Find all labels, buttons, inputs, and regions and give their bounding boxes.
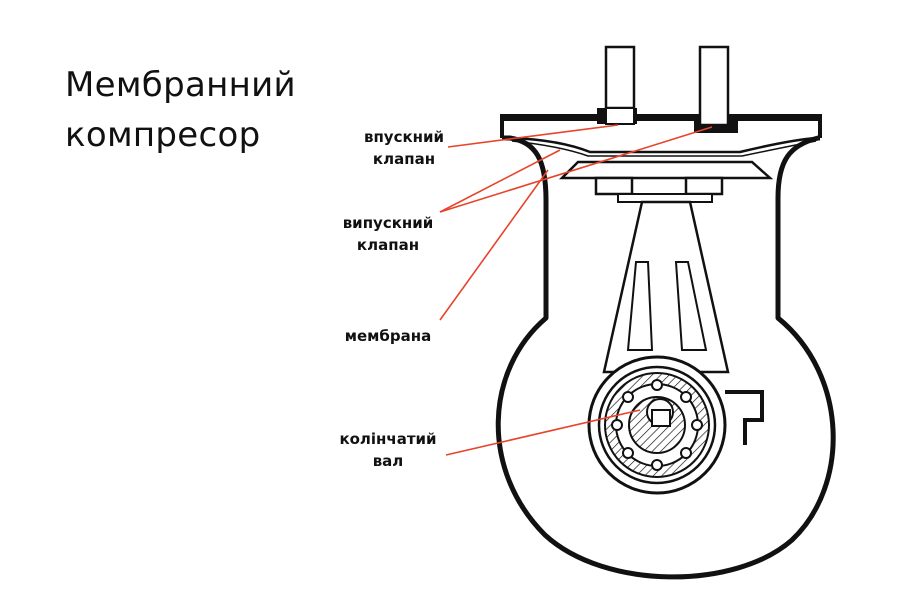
- bearing-balls: [611, 379, 703, 471]
- housing-outline: [495, 135, 836, 580]
- rod-slot-right: [674, 261, 708, 351]
- label-membrane-text: мембрана: [344, 327, 432, 345]
- inlet-pipe-lower: [605, 107, 635, 125]
- leader-outlet-valve-1: [439, 126, 713, 213]
- label-inlet-valve-line2: клапан: [372, 150, 436, 168]
- label-inlet-valve-line1: впускний: [363, 128, 445, 146]
- diagram-title: Мембранний компресор: [65, 60, 296, 160]
- membrane: [511, 136, 817, 154]
- rod-slot-left: [626, 261, 654, 351]
- label-membrane: мембрана: [336, 325, 440, 347]
- plate-bolt-left: [594, 176, 634, 196]
- leader-outlet-valve-2: [439, 149, 561, 213]
- plate-bolt-right: [684, 176, 724, 196]
- label-outlet-valve-line2: клапан: [356, 236, 420, 254]
- label-inlet-valve: впускний клапан: [358, 126, 450, 170]
- outlet-pipe: [698, 45, 730, 127]
- label-crankshaft-line1: колінчатий: [339, 430, 437, 448]
- connecting-rod: [602, 200, 730, 374]
- inlet-pipe: [604, 45, 636, 110]
- label-outlet-valve: випускний клапан: [336, 212, 440, 256]
- leader-lines: [439, 124, 713, 456]
- shaft-keyway: [651, 409, 671, 427]
- title-line-1: Мембранний: [65, 65, 296, 105]
- leader-membrane: [439, 169, 549, 321]
- side-boss: [725, 390, 764, 445]
- label-outlet-valve-line1: випускний: [342, 214, 434, 232]
- cover-plate: [500, 114, 822, 138]
- label-crankshaft-line2: вал: [372, 452, 404, 470]
- title-line-2: компресор: [65, 115, 261, 155]
- leader-crankshaft: [445, 409, 641, 456]
- label-crankshaft: колінчатий вал: [330, 428, 446, 472]
- leader-inlet-valve: [447, 124, 619, 148]
